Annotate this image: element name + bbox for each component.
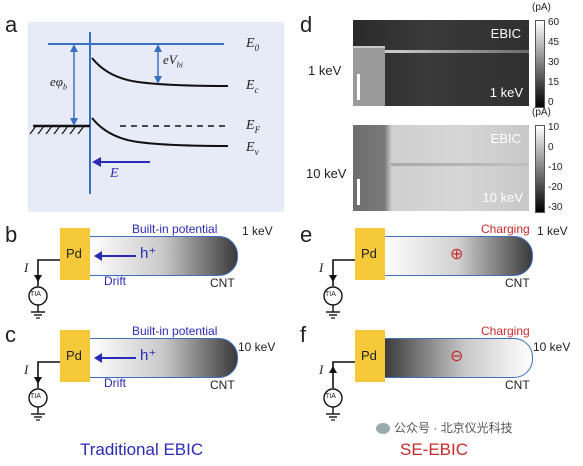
footer-traditional-ebic: Traditional EBIC <box>80 440 204 459</box>
charging-label: Charging <box>481 324 530 338</box>
drift-arrow <box>94 251 136 261</box>
carrier-label: h⁺ <box>140 245 157 262</box>
cnt-label: CNT <box>210 276 235 290</box>
colorbar-bottom-tick: -20 <box>548 182 563 193</box>
colorbar-top-tick: 30 <box>548 57 560 68</box>
cnt-line-top <box>385 50 529 53</box>
colorbar-bottom-tick: 10 <box>548 122 560 133</box>
tia-label: TIA <box>30 291 41 298</box>
carrier-label: h⁺ <box>140 347 157 364</box>
schematic-b: I TIA Pd h⁺ Drift Built-in potential 1 k… <box>0 220 290 320</box>
panel-label-c: c <box>5 322 16 347</box>
colorbar-top-tick: 15 <box>548 77 560 88</box>
wechat-icon <box>376 423 390 435</box>
cnt-label: CNT <box>210 378 235 392</box>
ebic-image-bottom: EBIC 10 keV <box>353 125 529 211</box>
schematic-b-wires <box>28 259 60 319</box>
conduction-band-curve <box>91 57 229 87</box>
schematic-f-wires <box>323 361 355 421</box>
panel-label-b: b <box>5 222 18 247</box>
drift-arrow <box>94 353 136 363</box>
colorbar-bottom <box>535 125 545 213</box>
cnt-tube <box>383 338 533 378</box>
pd-label: Pd <box>66 348 82 363</box>
ebic-bottom-overlay-energy: 10 keV <box>482 190 523 205</box>
charging-label: Charging <box>481 222 530 236</box>
schematic-f: I TIA Pd ⊖ Charging 10 keV CNT <box>295 322 583 422</box>
panel-label-f: f <box>300 322 307 347</box>
energy-label: 10 keV <box>238 340 276 354</box>
watermark: 公众号 · 北京仪光科技 <box>372 418 517 437</box>
current-label: I <box>319 362 324 377</box>
panel-label-a: a <box>5 12 18 37</box>
watermark-text: 公众号 · 北京仪光科技 <box>394 421 513 435</box>
current-label: I <box>24 362 29 377</box>
ephi-label: eφb <box>50 74 67 92</box>
current-label: I <box>24 260 29 275</box>
colorbar-top-tick: 0 <box>548 97 554 108</box>
field-label: E <box>110 166 119 181</box>
schematic-e-wires <box>323 259 355 319</box>
built-in-label: Built-in potential <box>132 324 218 338</box>
pd-label: Pd <box>66 246 82 261</box>
pd-label: Pd <box>361 246 377 261</box>
band-diagram-svg <box>29 32 229 194</box>
schematic-c: I TIA Pd h⁺ Drift Built-in potential 10 … <box>0 322 290 422</box>
colorbar-top-tick: 45 <box>548 37 560 48</box>
drift-label: Drift <box>104 274 126 288</box>
schematic-c-wires <box>28 361 60 421</box>
cnt-label: CNT <box>505 378 530 392</box>
ef-label: EF <box>246 118 261 135</box>
band-diagram: E0 Ec EF Ev eVbi eφb E <box>28 22 284 212</box>
colorbar-top-unit: (pA) <box>532 2 551 13</box>
colorbar-bottom-unit: (pA) <box>532 107 551 118</box>
built-in-label: Built-in potential <box>132 222 218 236</box>
evbi-label: eVbi <box>163 52 183 70</box>
tia-label: TIA <box>325 291 336 298</box>
ebic-top-energy-label: 1 keV <box>308 63 342 78</box>
ebic-top-overlay-energy: 1 keV <box>489 85 523 100</box>
colorbar-bottom-tick: 0 <box>548 142 554 153</box>
energy-label: 1 keV <box>242 224 273 238</box>
panel-label-e: e <box>300 222 313 247</box>
energy-label: 10 keV <box>533 340 571 354</box>
energy-label: 1 keV <box>537 224 568 238</box>
pd-contact <box>355 228 385 280</box>
metal-hatch <box>29 125 85 135</box>
colorbar-bottom-tick: -10 <box>548 162 563 173</box>
scale-bar-top <box>357 74 360 100</box>
footer-se-ebic: SE-EBIC <box>400 440 469 459</box>
schematic-e: I TIA Pd ⊕ Charging 1 keV CNT <box>295 220 583 320</box>
scale-bar-bottom <box>357 179 360 205</box>
drift-label: Drift <box>104 376 126 390</box>
ev-label: Ev <box>246 140 259 157</box>
colorbar-top <box>535 20 545 108</box>
cnt-tube <box>383 236 533 276</box>
colorbar-bottom-tick: -30 <box>548 202 563 213</box>
valence-band-curve <box>91 117 229 147</box>
current-label: I <box>319 260 324 275</box>
tia-label: TIA <box>325 393 336 400</box>
ebic-top-label: EBIC <box>490 26 521 41</box>
e0-label: E0 <box>246 36 260 53</box>
cnt-line-bottom <box>391 163 529 166</box>
colorbar-top-tick: 60 <box>548 17 560 28</box>
pd-contact <box>60 228 90 280</box>
cnt-tube <box>88 338 238 378</box>
ec-label: Ec <box>246 78 259 95</box>
positive-charge-icon: ⊕ <box>450 246 464 263</box>
panel-label-d: d <box>300 12 313 37</box>
pd-label: Pd <box>361 348 377 363</box>
ebic-image-top: EBIC 1 keV <box>353 20 529 106</box>
cnt-label: CNT <box>505 276 530 290</box>
pd-contact <box>60 330 90 382</box>
ebic-bottom-energy-label: 10 keV <box>306 166 347 181</box>
negative-charge-icon: ⊖ <box>450 348 464 365</box>
pd-contact <box>355 330 385 382</box>
tia-label: TIA <box>30 393 41 400</box>
ebic-bottom-label: EBIC <box>490 131 521 146</box>
